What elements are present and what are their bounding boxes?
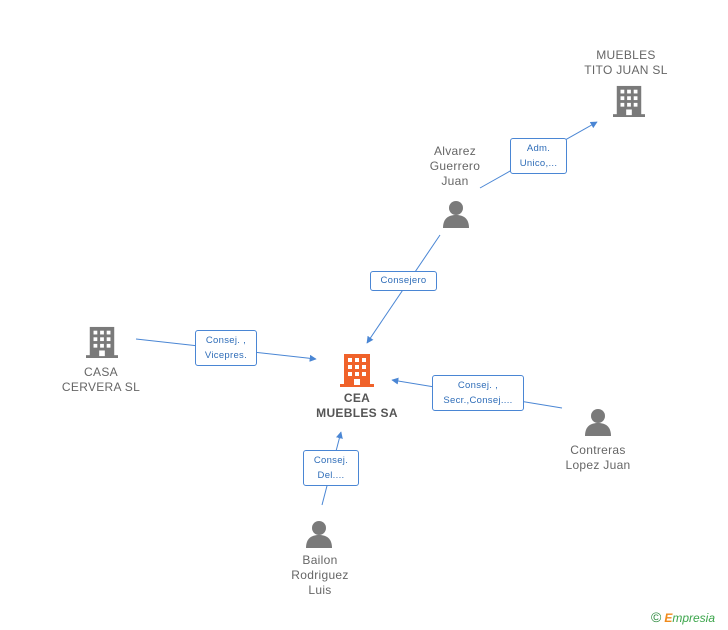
brand-e-letter: E [664,611,673,625]
edge-label-adm-unico-line2: Unico,... [519,158,558,169]
muebles-tito-building-icon[interactable] [613,84,645,118]
muebles-tito-line2: TITO JUAN SL [584,63,668,77]
edge-label-consej-del-line1: Consej. [313,455,349,466]
bailon-person-icon[interactable] [304,520,334,548]
center-building-icon[interactable] [340,352,374,388]
edge-label-adm-unico[interactable]: Adm. Unico,... [510,138,567,174]
casa-cervera-line2: CERVERA SL [61,380,141,394]
muebles-tito-line1: MUEBLES [596,48,656,62]
casa-cervera-label[interactable]: CASA CERVERA SL [45,365,157,395]
edge-label-consej-secr-line1: Consej. , [457,380,499,391]
edge-label-consej-secr-line2: Secr.,Consej.... [443,395,513,406]
edge-label-consej-vicepres-line1: Consej. , [205,335,247,346]
bailon-line1: Bailon [302,553,338,567]
bailon-line3: Luis [308,583,332,597]
contreras-label[interactable]: Contreras Lopez Juan [548,443,648,473]
casa-cervera-building-icon[interactable] [86,325,118,359]
center-label-line1: CEA [343,391,371,405]
edge-label-consej-vicepres[interactable]: Consej. , Vicepres. [195,330,257,366]
bailon-line2: Rodriguez [291,568,349,582]
alvarez-line2: Guerrero [429,159,481,173]
edges-layer [135,121,598,506]
bailon-label[interactable]: Bailon Rodriguez Luis [270,553,370,598]
edge-label-consej-del[interactable]: Consej. Del.... [303,450,359,486]
brand-name: mpresia [672,611,716,625]
edge-label-consejero-line1: Consejero [380,275,427,286]
alvarez-line1: Alvarez [433,144,477,158]
contreras-person-icon[interactable] [583,408,613,436]
alvarez-line3: Juan [441,174,469,188]
empresia-brand[interactable]: ©Empresia [651,609,715,625]
edge-label-adm-unico-line1: Adm. [526,143,551,154]
center-company-label[interactable]: CEA MUEBLES SA [297,391,417,421]
contreras-line1: Contreras [570,443,626,457]
contreras-line2: Lopez Juan [565,458,631,472]
muebles-tito-label[interactable]: MUEBLES TITO JUAN SL [570,48,682,78]
center-label-line2: MUEBLES SA [316,406,398,420]
edge-label-consej-vicepres-line2: Vicepres. [204,350,248,361]
edge-label-consej-del-line2: Del.... [317,470,345,481]
alvarez-person-icon[interactable] [441,200,471,228]
casa-cervera-line1: CASA [84,365,118,379]
edge-label-consejero[interactable]: Consejero [370,271,437,291]
alvarez-label[interactable]: Alvarez Guerrero Juan [410,144,500,189]
copyright-symbol: © [651,609,662,625]
edge-label-consej-secr[interactable]: Consej. , Secr.,Consej.... [432,375,524,411]
